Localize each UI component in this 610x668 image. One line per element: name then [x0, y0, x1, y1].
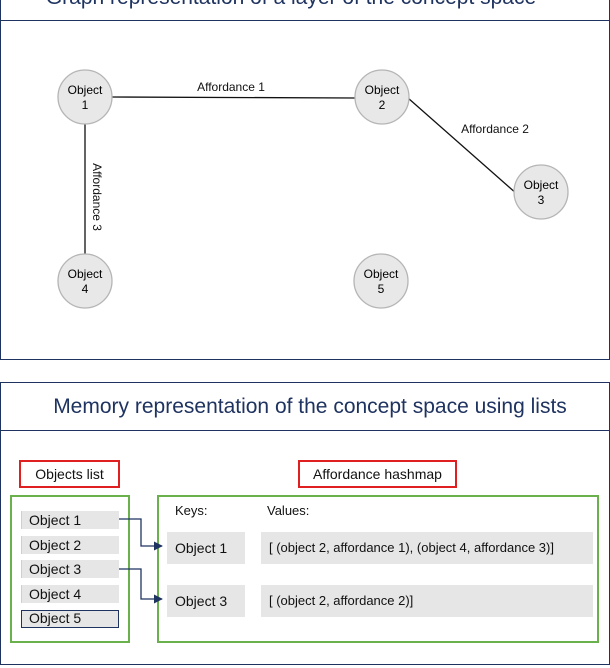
keys-header: Keys: [175, 503, 208, 518]
hashmap-value-object-3: [ (object 2, affordance 2)] [261, 585, 593, 617]
node-label: Object [365, 83, 400, 97]
hashmap-value-object-1: [ (object 2, affordance 1), (object 4, a… [261, 532, 593, 564]
node-circle [353, 253, 409, 309]
node-number: 4 [82, 282, 89, 296]
node-number: 3 [538, 193, 545, 207]
node-label: Object [524, 178, 559, 192]
node-label: Object [364, 267, 399, 281]
memory-panel: Memory representation of the concept spa… [0, 382, 610, 665]
node-circle [57, 69, 113, 125]
hashmap-key-object-1: Object 1 [167, 532, 245, 564]
list-item-object-2: Object 2 [21, 536, 119, 554]
memory-title-rule [1, 430, 609, 431]
node-object-1: Object 1 [57, 69, 113, 125]
edge-label-affordance-2: Affordance 2 [461, 122, 529, 136]
node-circle [57, 253, 113, 309]
objects-list-box: Object 1 Object 2 Object 3 Object 4 Obje… [10, 495, 130, 643]
edge-affordance-1 [110, 96, 356, 99]
node-object-5: Object 5 [353, 253, 409, 309]
node-number: 1 [82, 98, 89, 112]
node-circle [513, 164, 569, 220]
graph-title-rule [1, 20, 610, 21]
values-header: Values: [267, 503, 310, 518]
memory-title: Memory representation of the concept spa… [53, 395, 567, 418]
edge-affordance-2 [407, 97, 518, 195]
objects-list-label: Objects list [19, 460, 120, 488]
hashmap-key-object-3: Object 3 [167, 585, 245, 617]
edge-label-affordance-1: Affordance 1 [197, 80, 265, 94]
graph-title: Graph representation of a layer of the c… [1, 0, 581, 10]
node-label: Object [68, 267, 103, 281]
node-circle [354, 69, 410, 125]
edge-label-affordance-3: Affordance 3 [90, 163, 104, 231]
list-item-object-3: Object 3 [21, 560, 119, 578]
affordance-hashmap-box: Keys: Values: Object 1 [ (object 2, affo… [157, 495, 599, 643]
node-object-3: Object 3 [513, 164, 569, 220]
node-label: Object [68, 83, 103, 97]
list-item-object-1: Object 1 [21, 511, 119, 529]
node-object-2: Object 2 [354, 69, 410, 125]
graph-panel: Graph representation of a layer of the c… [0, 0, 610, 360]
affordance-hashmap-label: Affordance hashmap [298, 460, 457, 488]
concept-graph: Affordance 1 Affordance 2 Affordance 3 O… [57, 69, 569, 309]
node-number: 2 [379, 98, 386, 112]
node-number: 5 [378, 282, 385, 296]
node-object-4: Object 4 [57, 253, 113, 309]
list-item-object-4: Object 4 [21, 585, 119, 603]
list-item-object-5: Object 5 [21, 610, 119, 628]
